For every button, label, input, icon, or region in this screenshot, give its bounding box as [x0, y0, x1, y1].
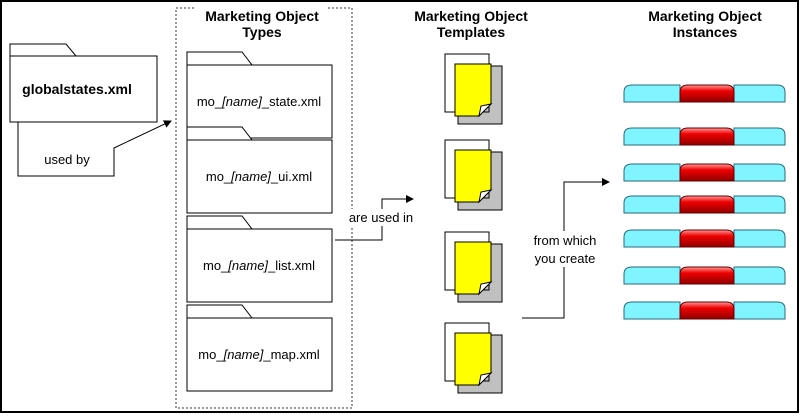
- globalstates-label: globalstates.xml: [22, 81, 132, 97]
- type-file-variable: [name]: [230, 169, 271, 184]
- page-curl-icon: [478, 281, 493, 296]
- template-page-icon: [444, 139, 503, 211]
- header-instances-line1: Marketing Object: [648, 8, 762, 24]
- template-page-icon: [444, 322, 503, 394]
- type-file-suffix: _ui.xml: [270, 169, 312, 184]
- from-which-label-line2: you create: [535, 251, 596, 266]
- header-instances: Marketing Object Instances: [648, 8, 762, 40]
- header-templates-line2: Templates: [437, 24, 505, 40]
- type-folder: mo_[name]_ui.xml: [186, 126, 333, 214]
- header-templates-line1: Marketing Object: [414, 8, 528, 24]
- instance-bar: [623, 195, 786, 214]
- type-folders: mo_[name]_state.xmlmo_[name]_ui.xmlmo_[n…: [186, 51, 333, 392]
- type-file-suffix: _state.xml: [261, 94, 321, 109]
- template-page-icon: [444, 53, 503, 125]
- page-curl-icon: [478, 189, 493, 204]
- page-curl-icon: [478, 103, 493, 118]
- folder-tab-icon: [186, 215, 254, 230]
- folder-tab-icon: [186, 51, 254, 66]
- instance-bar: [623, 266, 786, 285]
- used-by-arrow: [17, 120, 172, 177]
- page-curl-icon: [478, 372, 493, 387]
- header-instances-line2: Instances: [673, 24, 738, 40]
- svg-text:Marketing Object: Marketing Object: [205, 8, 319, 24]
- type-folder: mo_[name]_state.xml: [186, 51, 333, 139]
- type-file-name: mo_[name]_list.xml: [203, 258, 315, 273]
- instance-bar: [623, 163, 786, 182]
- from-which-label-line1: from which: [534, 233, 597, 248]
- instance-bar: [623, 301, 786, 320]
- template-icons: [444, 53, 503, 394]
- instance-bar: [623, 229, 786, 248]
- instance-bar: [623, 127, 786, 146]
- folder-tab-icon: [186, 126, 254, 141]
- type-folder: mo_[name]_list.xml: [186, 215, 333, 303]
- type-file-prefix: mo_: [206, 169, 232, 184]
- type-file-suffix: _map.xml: [262, 347, 319, 362]
- used-by-label: used by: [44, 152, 90, 167]
- type-file-variable: [name]: [221, 94, 262, 109]
- folder-tab-icon: [9, 43, 78, 57]
- type-file-prefix: mo_: [197, 94, 223, 109]
- are-used-in-label: are used in: [349, 210, 413, 225]
- type-file-name: mo_[name]_map.xml: [198, 347, 320, 362]
- folder-tab-icon: [186, 304, 254, 319]
- instance-bar: [623, 84, 786, 103]
- type-file-name: mo_[name]_state.xml: [197, 94, 321, 109]
- type-file-suffix: _list.xml: [267, 258, 315, 273]
- type-file-name: mo_[name]_ui.xml: [206, 169, 312, 184]
- type-file-variable: [name]: [227, 258, 268, 273]
- type-file-prefix: mo_: [198, 347, 224, 362]
- type-folder: mo_[name]_map.xml: [186, 304, 333, 392]
- type-file-variable: [name]: [223, 347, 264, 362]
- header-templates: Marketing Object Templates: [414, 8, 528, 40]
- template-page-icon: [444, 231, 503, 303]
- instance-bars: [623, 84, 786, 320]
- svg-text:Types: Types: [242, 24, 282, 40]
- globalstates-folder: globalstates.xml: [9, 43, 158, 123]
- type-file-prefix: mo_: [203, 258, 229, 273]
